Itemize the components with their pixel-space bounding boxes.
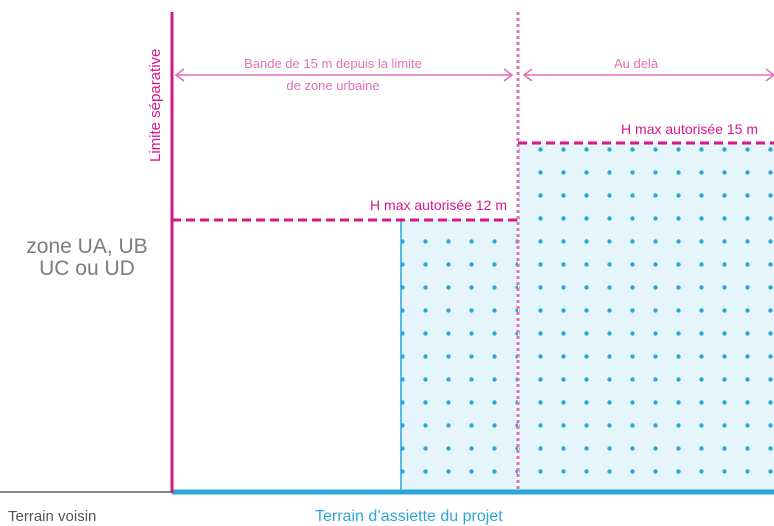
zone-label-line2: UC ou UD (39, 257, 135, 280)
band-label-line2: de zone urbaine (286, 78, 379, 93)
beyond-label: Au delà (614, 56, 659, 71)
band-arrow (174, 68, 514, 82)
band-label-line1: Bande de 15 m depuis la limite (244, 56, 422, 71)
neighbor-ground-label: Terrain voisin (8, 508, 96, 525)
building-volume-12m-dots (401, 220, 518, 492)
hmax-12-label: H max autorisée 12 m (370, 197, 507, 213)
separative-limit-label: Limite séparative (147, 49, 164, 162)
project-ground-label: Terrain d’assiette du projet (315, 508, 503, 525)
hmax-15-label: H max autorisée 15 m (621, 121, 758, 137)
building-volume-15m-dots (519, 143, 774, 492)
beyond-arrow (522, 68, 774, 82)
zone-label-line1: zone UA, UB (26, 235, 147, 258)
